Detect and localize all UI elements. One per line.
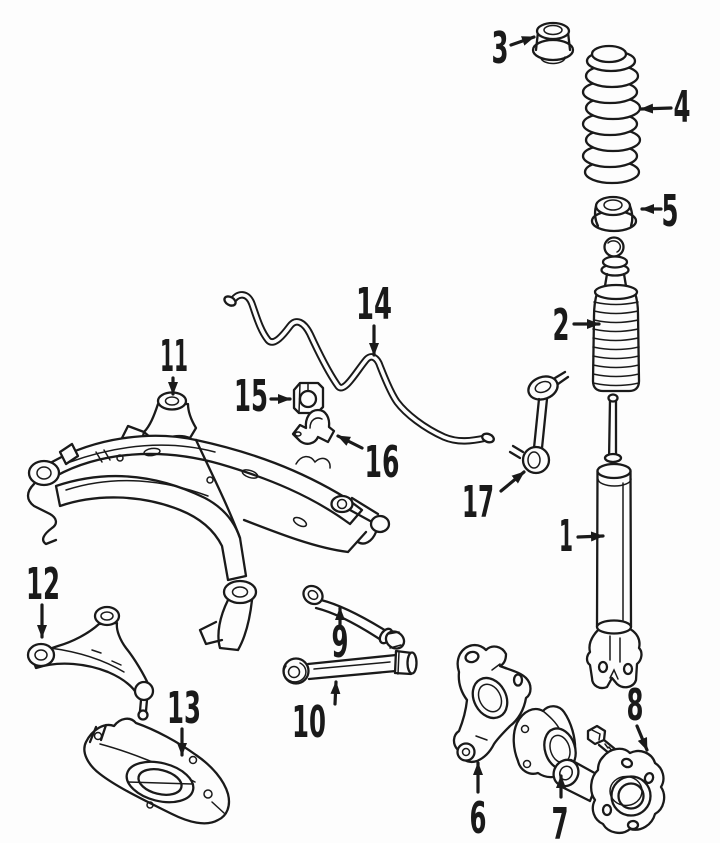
callout-15-label: 15: [234, 371, 268, 422]
callout-6-label: 6: [470, 793, 487, 843]
callout-2: 2: [553, 300, 601, 351]
part-lower-control-arm-drawing: [83, 717, 231, 825]
part-upper-control-arm-drawing: [26, 605, 155, 721]
part-crossmember-drawing: [26, 391, 391, 652]
callout-17-arrow: [499, 470, 526, 493]
callout-11-label: 11: [160, 331, 188, 382]
part-stabilizer-bracket-drawing: [291, 408, 336, 445]
callout-10-arrow: [330, 680, 341, 706]
part-dust-boot-drawing: [591, 236, 641, 393]
part-strut-mount-drawing: [531, 21, 575, 65]
callout-3-label: 3: [492, 23, 509, 74]
callout-4-label: 4: [674, 82, 691, 133]
callout-4: 4: [639, 82, 691, 133]
part-shock-absorber-drawing: [585, 393, 643, 690]
callout-14-label: 14: [356, 279, 392, 330]
callout-12-label: 12: [26, 559, 60, 610]
callout-1-arrow: [576, 531, 605, 542]
callout-17-label: 17: [462, 477, 494, 528]
part-coil-spring-drawing: [581, 44, 642, 185]
callout-5-label: 5: [662, 186, 679, 237]
callout-12: 12: [26, 559, 60, 639]
callout-7: 7: [552, 774, 569, 843]
callout-10-label: 10: [292, 697, 326, 748]
part-stabilizer-link-drawing: [508, 370, 570, 475]
callout-11: 11: [160, 331, 188, 396]
part-lateral-link-front-drawing: [282, 649, 418, 685]
callout-2-label: 2: [553, 300, 570, 351]
callout-6: 6: [470, 761, 487, 843]
callout-9: 9: [332, 606, 349, 668]
callout-13-label: 13: [167, 683, 201, 734]
part-lateral-link-rear-drawing: [302, 584, 406, 650]
callout-1-label: 1: [559, 511, 573, 562]
callout-1: 1: [559, 511, 605, 562]
callout-16-label: 16: [365, 437, 400, 488]
callout-14: 14: [356, 279, 392, 357]
part-stabilizer-bushing-drawing: [292, 381, 325, 415]
callout-8-label: 8: [627, 680, 644, 731]
part-spring-insulator-drawing: [590, 195, 638, 233]
callout-15: 15: [234, 371, 292, 422]
part-stabilizer-bar-drawing: [223, 291, 495, 445]
part-wheel-bearing-drawing: [512, 705, 577, 779]
callout-17: 17: [462, 470, 526, 528]
callout-16-arrow: [336, 434, 364, 450]
callout-8-arrow: [635, 724, 649, 752]
callout-4-arrow: [639, 103, 673, 114]
callout-8: 8: [627, 680, 649, 752]
callout-3: 3: [492, 23, 536, 74]
callout-13: 13: [167, 683, 201, 757]
callout-16: 16: [336, 434, 400, 488]
callout-10: 10: [292, 680, 341, 748]
callout-5: 5: [640, 186, 679, 237]
callout-7-label: 7: [552, 799, 569, 843]
part-knuckle-drawing: [452, 643, 532, 763]
callout-3-arrow: [509, 35, 536, 47]
callout-9-label: 9: [332, 617, 349, 668]
